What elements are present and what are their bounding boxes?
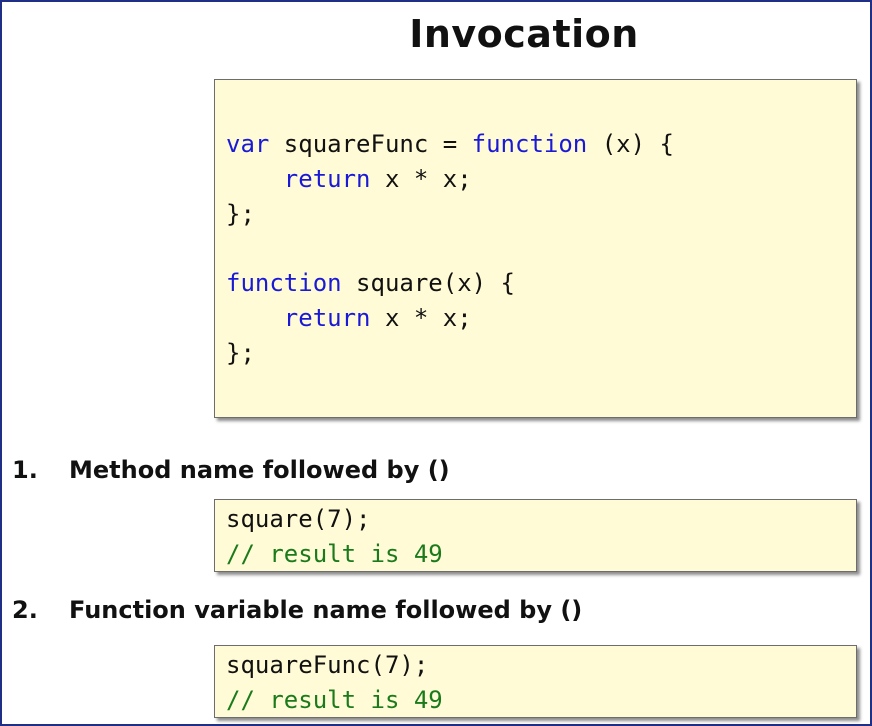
code-indent [226, 165, 284, 193]
keyword-function: function [471, 130, 588, 158]
code-line-return: return x * x; [226, 300, 472, 336]
code-line-var-declaration: var squareFunc = function (x) { [226, 126, 674, 162]
code-line-call: square(7); [226, 505, 371, 533]
function-definitions-code-block: var squareFunc = function (x) { return x… [214, 79, 857, 418]
code-line-return: return x * x; [226, 161, 472, 197]
code-line-function-declaration: function square(x) { [226, 265, 515, 301]
keyword-function: function [226, 269, 342, 297]
step-label: Function variable name followed by () [69, 596, 583, 624]
step-number: 2. [12, 596, 38, 624]
code-comment: // result is 49 [226, 540, 443, 568]
example-code-block: square(7); // result is 49 [214, 499, 857, 572]
code-text: (x) { [587, 130, 674, 158]
code-line-close: }; [226, 200, 255, 228]
keyword-return: return [283, 304, 371, 332]
step-number: 1. [12, 456, 38, 484]
slide-title: Invocation [409, 12, 639, 56]
example-code-block: squareFunc(7); // result is 49 [214, 645, 857, 718]
keyword-var: var [226, 130, 270, 158]
code-line-call: squareFunc(7); [226, 651, 429, 679]
code-text: squareFunc = [269, 130, 472, 158]
code-line-close: }; [226, 339, 255, 367]
code-text: x * x; [370, 165, 472, 193]
code-text: x * x; [370, 304, 472, 332]
keyword-return: return [283, 165, 371, 193]
step-label: Method name followed by () [69, 456, 450, 484]
code-indent [226, 304, 284, 332]
code-text: square(x) { [341, 269, 515, 297]
code-comment: // result is 49 [226, 686, 443, 714]
